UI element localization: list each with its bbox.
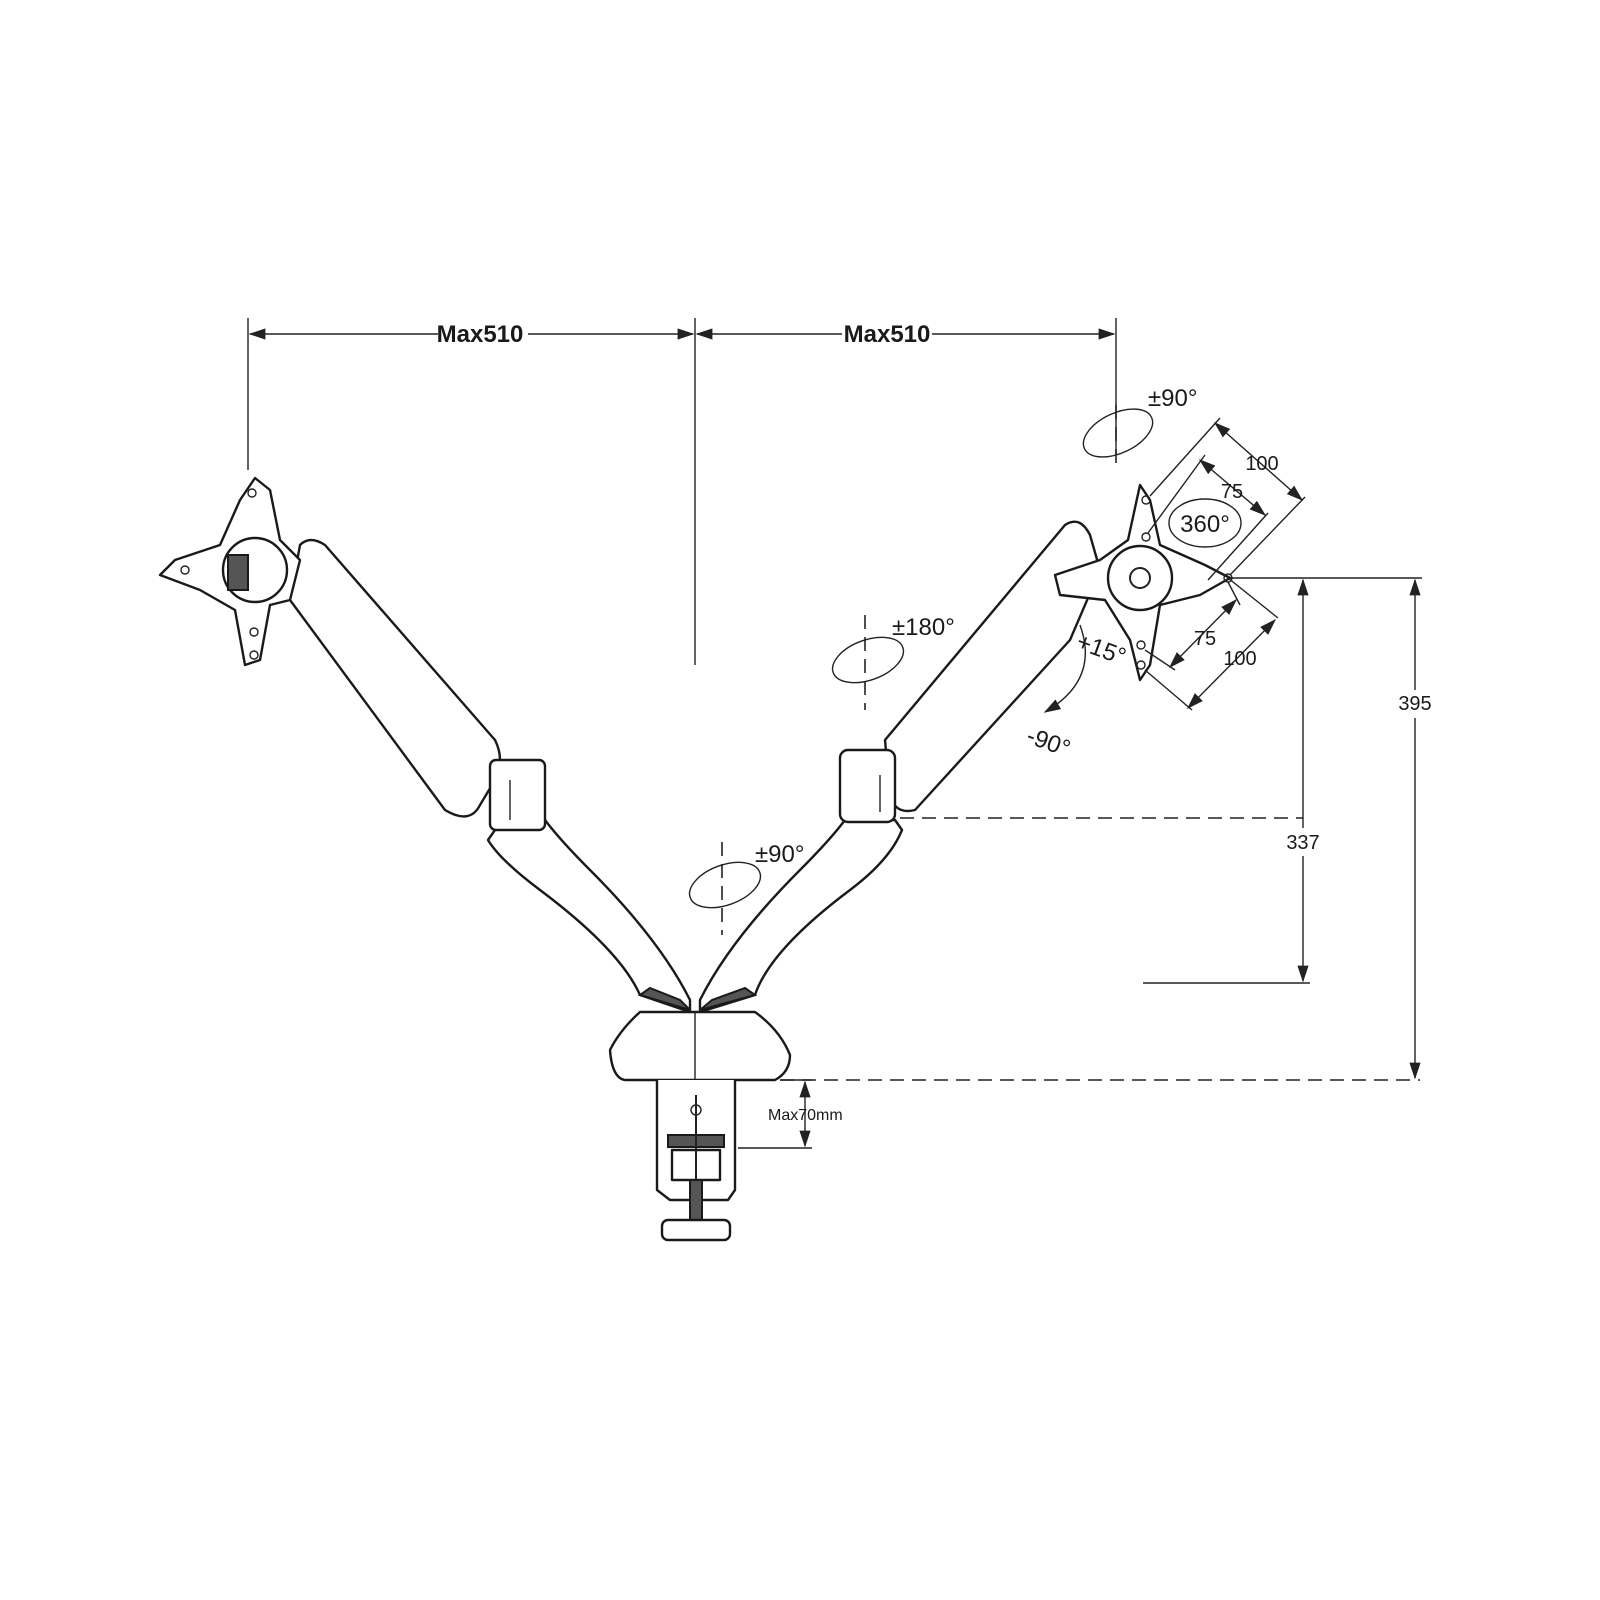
left-reach-label: Max510 xyxy=(437,321,524,348)
desk-clamp xyxy=(608,1010,812,1242)
left-upper-arm xyxy=(288,538,547,832)
rotation-icon xyxy=(688,405,1242,935)
rotation-label: 360° xyxy=(1180,511,1230,538)
reach-dimension xyxy=(247,318,1117,665)
head-swivel-label: ±90° xyxy=(1148,385,1197,412)
vesa-outer-top-label: 100 xyxy=(1245,453,1278,475)
right-vesa-plate xyxy=(1053,483,1233,682)
vesa-inner-bottom-label: 75 xyxy=(1194,628,1216,650)
arm-swivel-label: ±180° xyxy=(892,614,955,641)
clamp-thickness-label: Max70mm xyxy=(768,1107,843,1124)
height-dimension xyxy=(780,577,1422,1081)
vesa-inner-top-label: 75 xyxy=(1221,481,1243,503)
left-lower-arm xyxy=(486,818,692,1014)
base-swivel-label: ±90° xyxy=(755,841,804,868)
right-reach-label: Max510 xyxy=(844,321,931,348)
arm-height-label: 337 xyxy=(1286,832,1319,854)
total-height-label: 395 xyxy=(1398,693,1431,715)
tilt-down-label: -90° xyxy=(1023,722,1074,763)
right-lower-arm xyxy=(698,818,904,1014)
right-upper-arm xyxy=(838,520,1102,824)
vesa-outer-bottom-label: 100 xyxy=(1223,648,1256,670)
left-vesa-plate xyxy=(158,476,302,667)
vesa-dimensions xyxy=(1144,417,1306,711)
tilt-up-label: +15° xyxy=(1073,628,1130,671)
